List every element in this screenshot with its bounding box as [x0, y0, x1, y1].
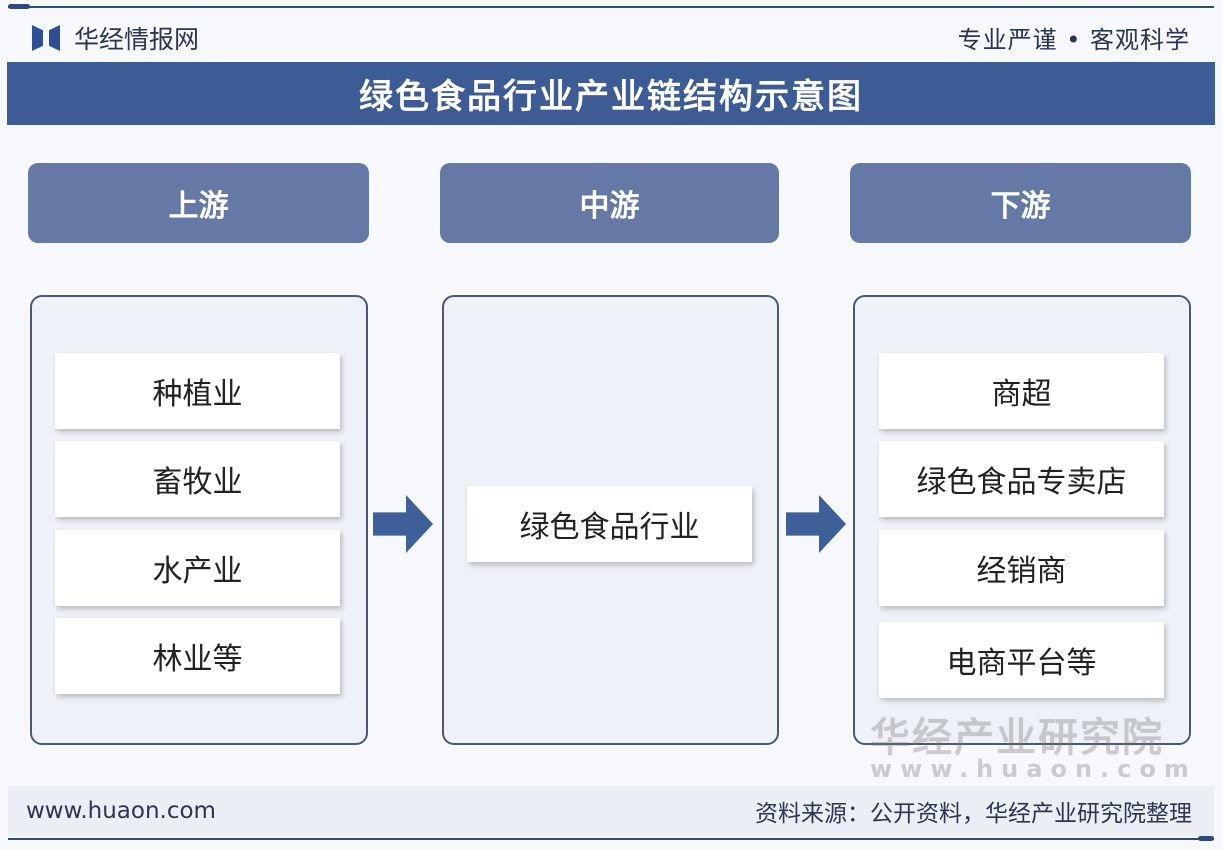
top-rule [8, 4, 1214, 9]
upstream-header: 上游 [28, 163, 369, 243]
downstream-item: 电商平台等 [879, 622, 1164, 698]
footer-source: 资料来源：公开资料，华经产业研究院整理 [755, 801, 1192, 827]
brand: 华经情报网 [32, 20, 199, 56]
footer: www.huaon.com 资料来源：公开资料，华经产业研究院整理 [8, 786, 1214, 836]
upstream-item: 水产业 [55, 530, 340, 606]
brand-name: 华经情报网 [74, 25, 200, 54]
downstream-item: 商超 [879, 353, 1164, 429]
watermark-url: www.huaon.com [870, 755, 1197, 783]
downstream-item: 绿色食品专卖店 [879, 441, 1164, 517]
logo-icon [32, 25, 60, 51]
midstream-item: 绿色食品行业 [467, 486, 752, 562]
downstream-header: 下游 [850, 163, 1191, 243]
upstream-item: 林业等 [55, 618, 340, 694]
arrow-right-icon [786, 495, 846, 553]
slogan: 专业严谨 • 客观科学 [957, 26, 1190, 54]
bottom-rule [8, 836, 1214, 841]
arrow-right-icon [373, 495, 433, 553]
upstream-item: 畜牧业 [55, 441, 340, 517]
downstream-item: 经销商 [879, 530, 1164, 606]
midstream-header: 中游 [440, 163, 779, 243]
page-title: 绿色食品行业产业链结构示意图 [7, 62, 1215, 125]
footer-website: www.huaon.com [26, 798, 216, 824]
watermark-text: 华经产业研究院 [870, 715, 1164, 761]
upstream-item: 种植业 [55, 353, 340, 429]
